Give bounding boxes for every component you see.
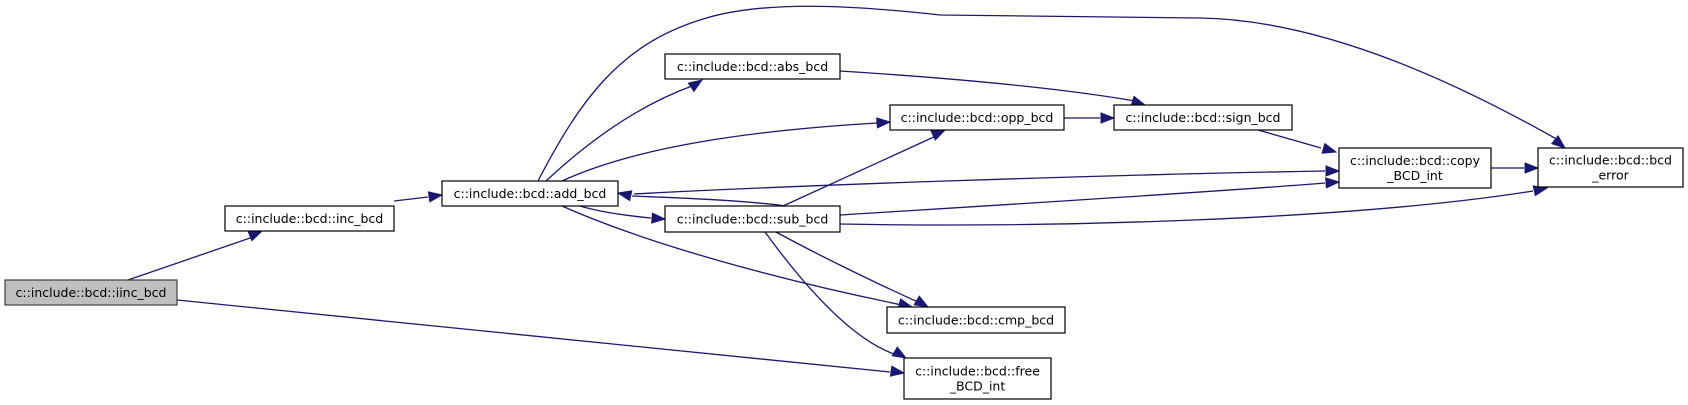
edge-line bbox=[545, 85, 693, 182]
node-box[interactable] bbox=[886, 306, 1066, 334]
node-opp_bcd[interactable]: c::include::bcd::opp_bcd bbox=[889, 104, 1065, 131]
node-label: c::include::bcd::inc_bcd bbox=[236, 211, 383, 226]
node-box[interactable] bbox=[1537, 147, 1684, 188]
edge-line bbox=[782, 135, 937, 207]
node-box[interactable] bbox=[4, 279, 178, 306]
edge-line bbox=[561, 205, 903, 306]
node-label: _BCD_int bbox=[1386, 168, 1443, 183]
edge-sub_bcd-to-opp_bcd bbox=[782, 129, 947, 207]
node-cmp_bcd[interactable]: c::include::bcd::cmp_bcd bbox=[886, 306, 1066, 334]
nodes-layer: c::include::bcd::iinc_bcdc::include::bcd… bbox=[4, 53, 1684, 400]
node-inc_bcd[interactable]: c::include::bcd::inc_bcd bbox=[224, 205, 395, 232]
arrowhead-icon bbox=[1550, 135, 1567, 149]
edge-abs_bcd-to-sign_bcd bbox=[839, 70, 1147, 107]
arrowhead-icon bbox=[616, 190, 633, 202]
edge-line bbox=[393, 196, 429, 202]
edge-sub_bcd-to-bcd_error bbox=[839, 185, 1549, 226]
edge-add_bcd-to-bcd_error bbox=[537, 5, 1567, 182]
edge-line bbox=[839, 182, 1326, 216]
arrowhead-icon bbox=[247, 230, 264, 242]
node-label: _BCD_int bbox=[949, 379, 1006, 394]
node-box[interactable] bbox=[441, 180, 619, 207]
arrowhead-icon bbox=[427, 191, 444, 203]
arrowhead-icon bbox=[913, 295, 930, 308]
edge-add_bcd-to-opp_bcd bbox=[561, 117, 892, 182]
node-sign_bcd[interactable]: c::include::bcd::sign_bcd bbox=[1113, 104, 1293, 131]
arrowhead-icon bbox=[1100, 112, 1116, 124]
arrowhead-icon bbox=[651, 212, 667, 224]
arrowhead-icon bbox=[876, 117, 892, 129]
node-box[interactable] bbox=[889, 104, 1065, 131]
node-label: c::include::bcd::sub_bcd bbox=[677, 212, 829, 227]
node-box[interactable] bbox=[903, 357, 1052, 400]
arrowhead-icon bbox=[687, 79, 704, 93]
edge-sub_bcd-to-cmp_bcd bbox=[775, 231, 930, 308]
node-abs_bcd[interactable]: c::include::bcd::abs_bcd bbox=[664, 53, 841, 80]
edge-line bbox=[1257, 129, 1322, 149]
edges-layer bbox=[127, 5, 1567, 377]
node-label: c::include::bcd::abs_bcd bbox=[677, 59, 828, 74]
node-label: c::include::bcd::cmp_bcd bbox=[898, 313, 1054, 328]
node-label: c::include::bcd::free bbox=[915, 364, 1040, 379]
edge-sub_bcd-to-add_bcd bbox=[616, 190, 787, 207]
edge-copy_BCD_int-to-bcd_error bbox=[1491, 162, 1540, 174]
node-iinc_bcd[interactable]: c::include::bcd::iinc_bcd bbox=[4, 279, 178, 306]
edge-line bbox=[561, 122, 878, 182]
node-label: _error bbox=[1591, 168, 1629, 183]
edge-iinc_bcd-to-free_BCD_int bbox=[176, 299, 906, 377]
edge-line bbox=[775, 231, 919, 303]
edge-line bbox=[633, 170, 1326, 195]
edge-opp_bcd-to-sign_bcd bbox=[1064, 112, 1116, 124]
arrowhead-icon bbox=[891, 346, 908, 359]
edge-add_bcd-to-sub_bcd bbox=[579, 205, 667, 224]
edge-sub_bcd-to-copy_BCD_int bbox=[839, 177, 1341, 216]
node-copy_BCD_int[interactable]: c::include::bcd::copy_BCD_int bbox=[1338, 147, 1492, 189]
edge-line bbox=[764, 231, 898, 356]
edge-iinc_bcd-to-inc_bcd bbox=[127, 230, 264, 281]
edge-add_bcd-to-copy_BCD_int bbox=[633, 165, 1341, 195]
node-label: c::include::bcd::copy bbox=[1350, 153, 1481, 168]
node-add_bcd[interactable]: c::include::bcd::add_bcd bbox=[441, 180, 619, 207]
edge-line bbox=[579, 205, 652, 219]
node-free_BCD_int[interactable]: c::include::bcd::free_BCD_int bbox=[903, 357, 1052, 400]
edge-line bbox=[839, 190, 1534, 226]
edge-add_bcd-to-abs_bcd bbox=[545, 79, 704, 182]
arrowhead-icon bbox=[1524, 162, 1540, 174]
node-label: c::include::bcd::sign_bcd bbox=[1125, 110, 1280, 125]
edge-line bbox=[127, 235, 257, 281]
node-label: c::include::bcd::bcd bbox=[1549, 153, 1672, 168]
edge-sub_bcd-to-free_BCD_int bbox=[764, 231, 908, 359]
node-box[interactable] bbox=[664, 205, 841, 233]
edge-add_bcd-to-cmp_bcd bbox=[561, 205, 914, 310]
edge-line bbox=[839, 70, 1136, 102]
arrowhead-icon bbox=[1325, 165, 1341, 177]
arrowhead-icon bbox=[930, 129, 947, 141]
node-box[interactable] bbox=[1113, 104, 1293, 131]
node-label: c::include::bcd::iinc_bcd bbox=[16, 285, 167, 300]
arrowhead-icon bbox=[1321, 142, 1338, 154]
node-box[interactable] bbox=[664, 53, 841, 80]
arrowhead-icon bbox=[889, 365, 906, 377]
edge-sign_bcd-to-copy_BCD_int bbox=[1257, 129, 1338, 154]
edge-line bbox=[176, 299, 891, 373]
edge-line bbox=[537, 5, 1561, 182]
node-sub_bcd[interactable]: c::include::bcd::sub_bcd bbox=[664, 205, 841, 233]
node-label: c::include::bcd::add_bcd bbox=[454, 186, 607, 201]
node-box[interactable] bbox=[224, 205, 395, 232]
node-box[interactable] bbox=[1338, 147, 1492, 189]
arrowhead-icon bbox=[1325, 177, 1341, 189]
node-bcd_error[interactable]: c::include::bcd::bcd_error bbox=[1537, 147, 1684, 188]
node-label: c::include::bcd::opp_bcd bbox=[901, 110, 1054, 125]
edge-line bbox=[631, 195, 787, 207]
edge-inc_bcd-to-add_bcd bbox=[393, 191, 444, 203]
